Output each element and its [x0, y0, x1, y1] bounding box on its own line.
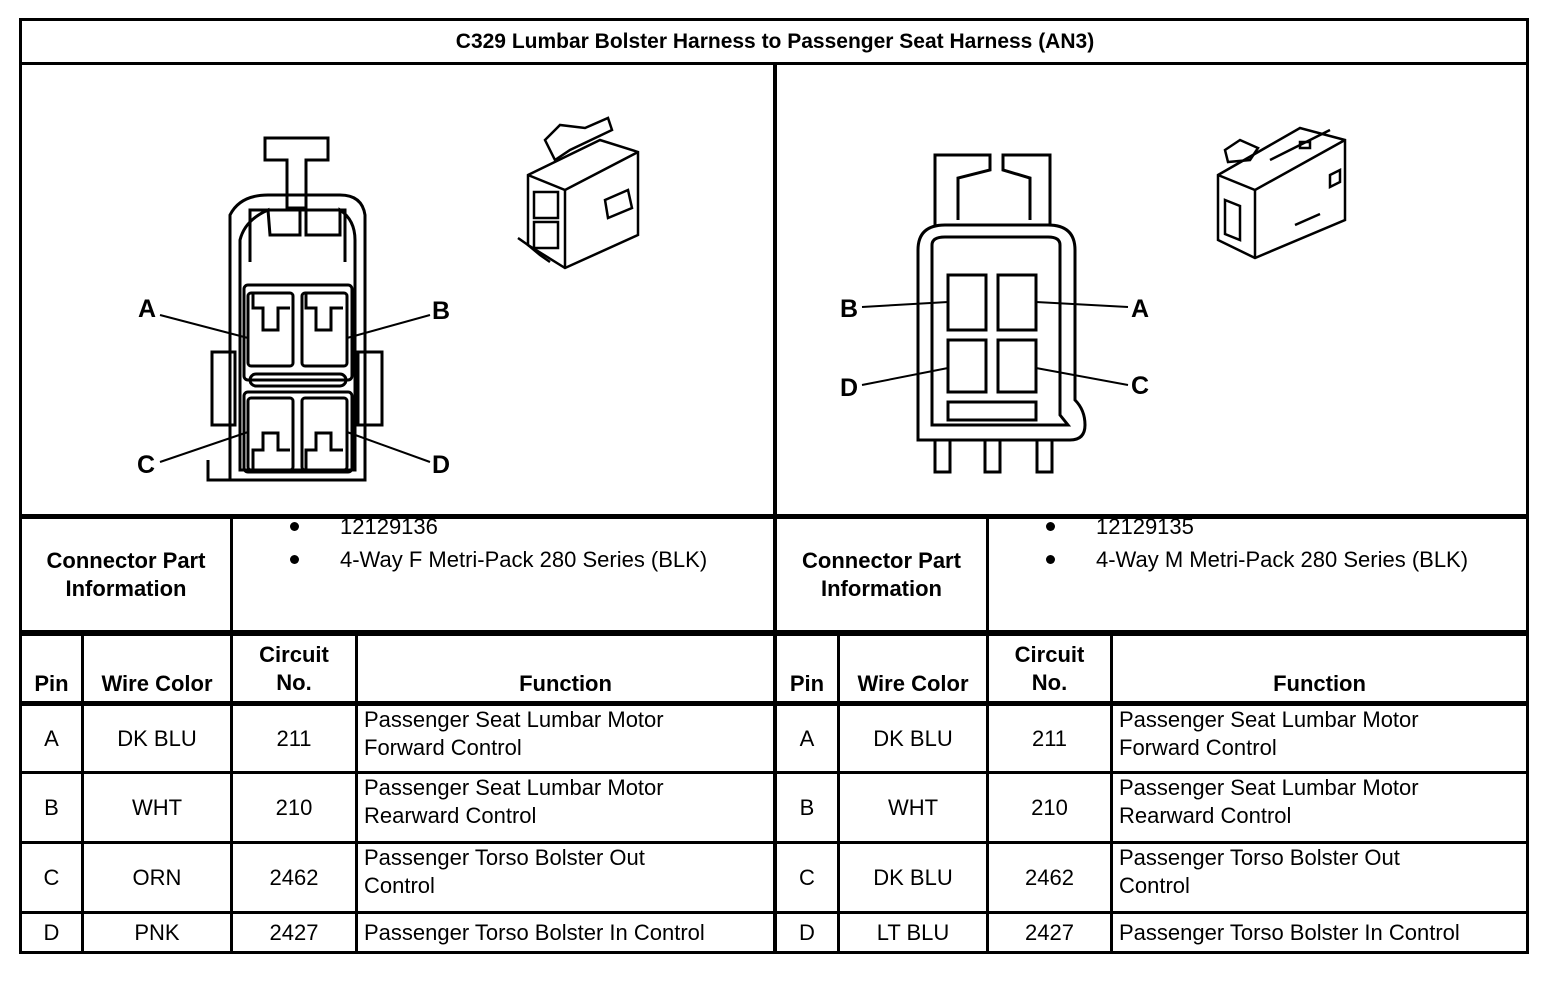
- header-wire-color-left: Wire Color: [101, 671, 213, 696]
- function-line-2: Forward Control: [1119, 735, 1277, 760]
- function-line-1: Passenger Torso Bolster Out: [364, 845, 645, 870]
- function-line-2: Control: [1119, 873, 1190, 898]
- function-line-1: Passenger Seat Lumbar Motor: [364, 775, 664, 800]
- part-description-left: 4-Way F Metri-Pack 280 Series (BLK): [290, 543, 707, 576]
- function-line-2: Rearward Control: [364, 803, 537, 828]
- pin-cell: B: [44, 794, 59, 820]
- header-function-left: Function: [519, 671, 612, 696]
- divider-circuit-right: [1110, 633, 1113, 954]
- divider-color-right: [986, 633, 989, 954]
- part-number-left: 12129136: [290, 510, 707, 543]
- header-circuit-right: Circuit No.: [989, 636, 1110, 701]
- function-cell: Passenger Torso Bolster Out Control: [1113, 844, 1526, 911]
- part-info-list-left: 12129136 4-Way F Metri-Pack 280 Series (…: [290, 510, 707, 576]
- pin-label-a-left: A: [138, 295, 157, 323]
- pin-cell: A: [44, 725, 59, 751]
- header-pin-right: Pin: [789, 671, 825, 696]
- connector-part-info-label-right: Connector Part Information: [777, 519, 986, 630]
- wire-color-cell: WHT: [887, 794, 939, 820]
- circuit-cell: 211: [1031, 725, 1068, 751]
- header-pin-left: Pin: [34, 671, 69, 696]
- header-wire-color-right: Wire Color: [857, 671, 969, 696]
- wire-color-cell: DK BLU: [117, 725, 197, 751]
- wire-color-cell: DK BLU: [873, 864, 953, 890]
- header-circuit-line-2: No.: [276, 669, 312, 695]
- part-number-right: 12129135: [1046, 510, 1468, 543]
- wire-color-cell: DK BLU: [873, 725, 953, 751]
- pin-cell: D: [43, 920, 60, 945]
- function-cell: Passenger Torso Bolster Out Control: [358, 844, 773, 911]
- pin-cell: A: [799, 725, 815, 751]
- circuit-cell: 2462: [269, 864, 319, 890]
- male-connector-face: [861, 153, 1129, 474]
- function-line-1: Passenger Seat Lumbar Motor: [1119, 707, 1419, 732]
- function-line-2: Forward Control: [364, 735, 522, 760]
- circuit-cell: 2427: [269, 920, 319, 945]
- divider-info-right: [986, 514, 989, 636]
- divider-circuit-left: [355, 633, 358, 954]
- wire-color-cell: ORN: [132, 864, 182, 890]
- pin-label-b-left: B: [432, 297, 451, 325]
- header-circuit-line-1: Circuit: [1014, 641, 1085, 667]
- header-circuit-left: Circuit No.: [233, 636, 355, 701]
- diagram-title: C329 Lumbar Bolster Harness to Passenger…: [455, 29, 1095, 53]
- function-line-2: Control: [364, 873, 435, 898]
- part-info-list-right: 12129135 4-Way M Metri-Pack 280 Series (…: [1046, 510, 1468, 576]
- connector-part-info-label-left: Connector Part Information: [22, 519, 230, 630]
- female-connector-face: [159, 136, 431, 482]
- info-label-line-1: Connector Part: [802, 547, 961, 573]
- pin-label-c-right: C: [1131, 372, 1150, 400]
- header-circuit-line-1: Circuit: [259, 641, 329, 667]
- divider-center: [773, 62, 777, 954]
- pin-label-b-right: B: [840, 295, 859, 323]
- pin-label-c-left: C: [137, 451, 156, 479]
- info-label-line-1: Connector Part: [46, 547, 206, 573]
- divider-info-left: [230, 514, 233, 954]
- pin-label-a-right: A: [1131, 295, 1150, 323]
- header-function-right: Function: [1273, 671, 1366, 696]
- function-line-1: Passenger Torso Bolster Out: [1119, 845, 1400, 870]
- pin-cell: C: [799, 864, 815, 890]
- circuit-cell: 210: [1031, 794, 1068, 820]
- male-connector-isometric: [1216, 126, 1347, 260]
- part-description-right: 4-Way M Metri-Pack 280 Series (BLK): [1046, 543, 1468, 576]
- info-label-line-2: Information: [821, 575, 942, 601]
- circuit-cell: 210: [275, 794, 313, 820]
- wire-color-cell: LT BLU: [876, 920, 950, 945]
- header-circuit-line-2: No.: [1031, 669, 1068, 695]
- circuit-cell: 2427: [1025, 920, 1074, 945]
- circuit-cell: 2462: [1025, 864, 1074, 890]
- pin-cell: C: [43, 864, 60, 890]
- wire-color-cell: PNK: [134, 920, 180, 945]
- female-connector-isometric: [517, 116, 640, 270]
- pin-cell: B: [799, 794, 815, 820]
- pin-label-d-left: D: [432, 451, 451, 479]
- info-label-line-2: Information: [65, 575, 187, 601]
- circuit-cell: 211: [276, 725, 312, 751]
- function-cell: Passenger Seat Lumbar Motor Forward Cont…: [358, 706, 773, 771]
- function-line-1: Passenger Seat Lumbar Motor: [1119, 775, 1419, 800]
- divider-pin-left: [81, 633, 84, 954]
- divider-pin-right: [837, 633, 840, 954]
- function-cell: Passenger Seat Lumbar Motor Rearward Con…: [1113, 774, 1526, 841]
- function-cell: Passenger Torso Bolster In Control: [1119, 920, 1460, 945]
- function-cell: Passenger Seat Lumbar Motor Rearward Con…: [358, 774, 773, 841]
- function-cell: Passenger Torso Bolster In Control: [364, 920, 705, 945]
- pin-cell: D: [799, 920, 815, 945]
- wire-color-cell: WHT: [131, 794, 183, 820]
- pin-label-d-right: D: [840, 374, 859, 402]
- function-cell: Passenger Seat Lumbar Motor Forward Cont…: [1113, 706, 1526, 771]
- function-line-2: Rearward Control: [1119, 803, 1292, 828]
- function-line-1: Passenger Seat Lumbar Motor: [364, 707, 664, 732]
